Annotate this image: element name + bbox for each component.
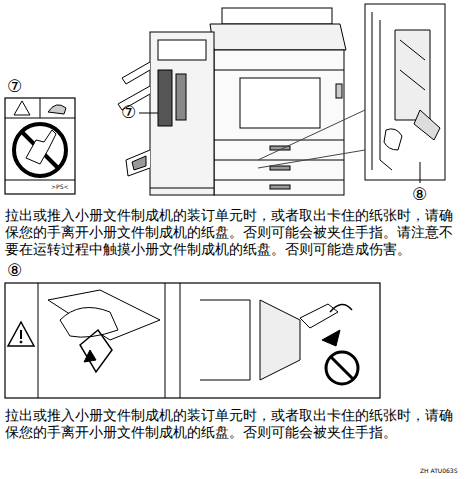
callout-number: ⑦: [7, 78, 22, 95]
warning-sticker: [5, 283, 380, 398]
sticker-code: >PS<: [51, 184, 68, 190]
warning-text: 拉出或推入小册文件制成机的装订单元时，或者取出卡住的纸张时，请确保您的手离开小册…: [5, 207, 466, 258]
copier-body: [210, 8, 346, 195]
interior-inset: [258, 4, 445, 183]
callout-number: ⑦: [121, 104, 136, 121]
callout-number: ⑧: [412, 186, 427, 203]
figure-code: ZH ATU063S: [420, 468, 458, 474]
leader-line: [139, 113, 158, 114]
warning-sticker: [5, 98, 75, 194]
warning-text: 拉出或推入小册文件制成机的装订单元时，或者取出卡住的纸张时，请确保您的手离开小册…: [5, 407, 466, 441]
booklet-finisher: [118, 32, 214, 195]
callout-number: ⑧: [7, 262, 22, 279]
